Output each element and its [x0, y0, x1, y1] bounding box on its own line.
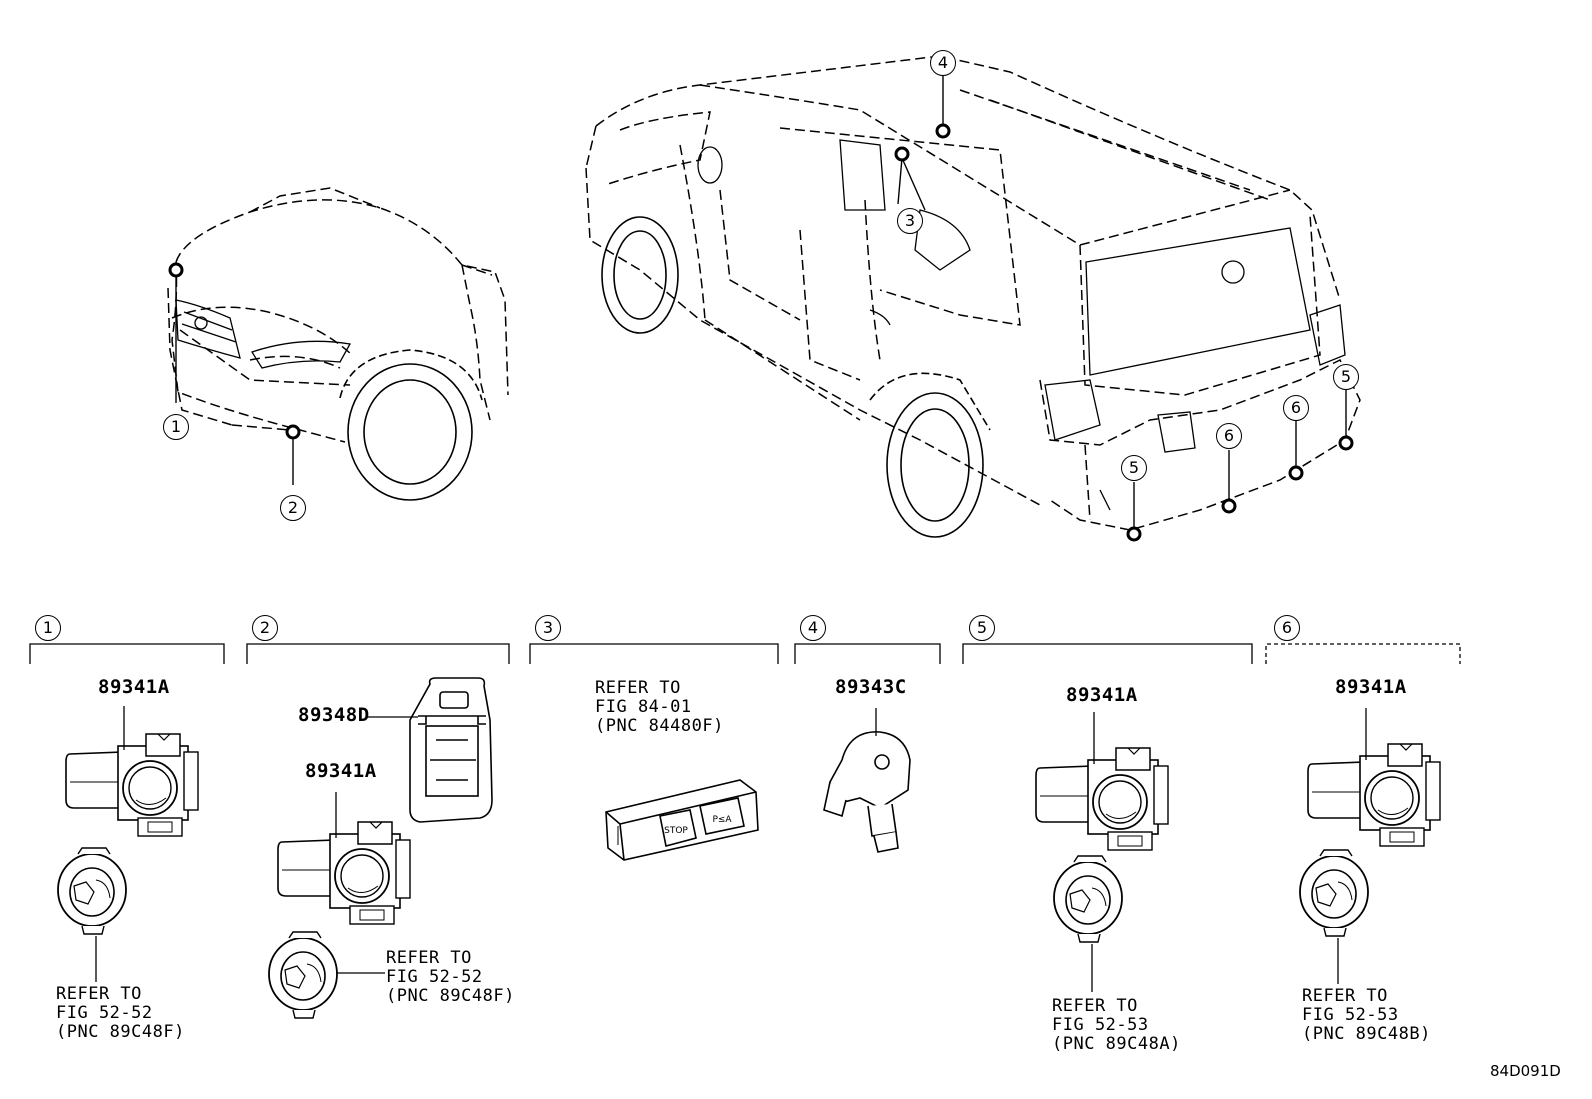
refer-text-6: REFER TO FIG 52-53 (PNC 89C48B): [1302, 986, 1431, 1044]
part-number-4: 89343C: [835, 676, 907, 698]
refer-text-1: REFER TO FIG 52-52 (PNC 89C48F): [56, 984, 185, 1042]
callout-4-vehicle: 4: [930, 50, 956, 76]
sensor-5-drawing: [1035, 712, 1169, 992]
bracket-2-drawing: [366, 677, 493, 823]
bracket-part-number-2: 89348D: [298, 704, 370, 726]
part-4-drawing: [823, 708, 911, 853]
section-5-number: 5: [969, 615, 995, 641]
part-number-5: 89341A: [1066, 684, 1138, 706]
part-number-6: 89341A: [1335, 676, 1407, 698]
front-vehicle-illustration: [167, 187, 509, 443]
section-3-number: 3: [535, 615, 561, 641]
section-4-number: 4: [800, 615, 826, 641]
callout-3-vehicle: 3: [897, 208, 923, 234]
rear-vehicle-details: [697, 139, 1346, 511]
section-brackets: [29, 643, 1461, 664]
part-number-2: 89341A: [305, 760, 377, 782]
part-number-1: 89341A: [98, 676, 170, 698]
refer-text-5: REFER TO FIG 52-53 (PNC 89C48A): [1052, 996, 1181, 1054]
switch-stop-label: STOP: [664, 826, 688, 836]
callout-5-vehicle-right: 5: [1333, 364, 1359, 390]
section-2-number: 2: [252, 615, 278, 641]
location-markers: [168, 75, 1354, 542]
refer-text-3: REFER TO FIG 84-01 (PNC 84480F): [595, 678, 724, 736]
front-wheel: [339, 349, 483, 501]
refer-text-2: REFER TO FIG 52-52 (PNC 89C48F): [386, 948, 515, 1006]
diagram-code: 84D091D: [1490, 1062, 1561, 1080]
section-1-number: 1: [35, 615, 61, 641]
section-6-number: 6: [1274, 615, 1300, 641]
rear-left-wheel: [601, 216, 679, 334]
callout-1-vehicle: 1: [163, 414, 189, 440]
rear-right-wheel: [869, 372, 991, 538]
callout-6-vehicle-left: 6: [1216, 423, 1242, 449]
sensor-2-drawing: [268, 792, 411, 1019]
sensor-6-drawing: [1299, 708, 1441, 984]
front-vehicle-grille: [175, 299, 352, 369]
callout-6-vehicle-right: 6: [1283, 395, 1309, 421]
switch-3-drawing: [605, 779, 759, 861]
switch-pa-label: P≤A: [712, 815, 732, 825]
callout-2-vehicle: 2: [280, 495, 306, 521]
rear-vehicle-illustration: [585, 55, 1361, 531]
sensor-1-drawing: [57, 706, 199, 982]
callout-5-vehicle-left: 5: [1121, 455, 1147, 481]
